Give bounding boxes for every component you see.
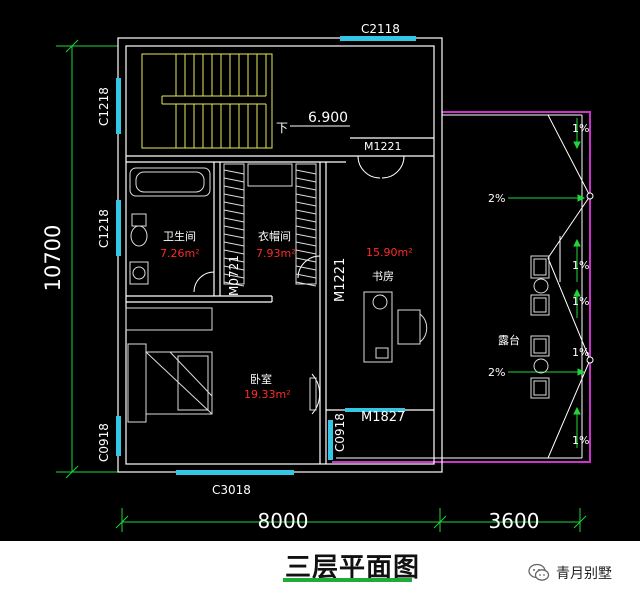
slope-left-upper: 2% (488, 192, 505, 205)
slope-left-lower: 2% (488, 366, 505, 379)
slope-bottom: 1% (572, 434, 589, 447)
slope-top: 1% (572, 122, 589, 135)
slope-right-lower: 1% (572, 346, 589, 359)
window-label-right-lower: C0918 (333, 413, 347, 452)
dim-height-text: 10700 (41, 225, 65, 292)
stairs (141, 53, 273, 149)
bathroom-fixtures (129, 167, 211, 285)
room-area-bathroom: 7.26m² (160, 247, 200, 260)
stair-elevation: 6.900 (308, 110, 348, 126)
study-furniture (363, 291, 428, 363)
windows (116, 36, 416, 475)
window-label-top: C2118 (361, 22, 400, 36)
terrace-name: 露台 (498, 333, 520, 347)
bedroom-furniture (125, 307, 317, 423)
dim-width-terrace-text: 3600 (489, 509, 540, 533)
floor-plan-drawing: 10700 8000 3600 1% 2% 1% 1% 2% 1% 1% 露台 (41, 22, 594, 533)
window-label-left-upper: C1218 (97, 87, 111, 126)
window-label-left-middle: C1218 (97, 209, 111, 248)
brand-watermark: 青月别墅 (528, 562, 612, 584)
stair-treads (175, 54, 267, 148)
room-name-bedroom: 卧室 (250, 372, 272, 386)
terrace-outline (332, 111, 591, 463)
dim-width-main-text: 8000 (258, 509, 309, 533)
room-name-study: 书房 (372, 270, 394, 283)
window-label-bottom: C3018 (212, 483, 251, 497)
terrace-furniture (530, 255, 550, 399)
title-underline (283, 578, 412, 582)
room-name-bathroom: 卫生间 (163, 229, 196, 243)
door-label-bottom: M1827 (361, 410, 405, 425)
room-area-closet: 7.93m² (256, 247, 296, 260)
closet-racks (223, 163, 317, 287)
window-label-left-lower: C0918 (97, 423, 111, 462)
door-label-study-top: M1221 (364, 140, 402, 153)
door-swings (193, 155, 405, 415)
slope-mid: 1% (572, 295, 589, 308)
door-label-study-left: M1221 (333, 258, 348, 302)
room-area-study: 15.90m² (366, 246, 413, 259)
door-label-bath-side: M0721 (227, 255, 241, 296)
dimension-lines (56, 39, 587, 532)
caption-bar (0, 541, 640, 601)
brand-name: 青月别墅 (556, 566, 612, 582)
wechat-icon (528, 563, 550, 581)
room-area-bedroom: 19.33m² (244, 388, 291, 401)
stair-direction: 下 (276, 121, 288, 135)
slope-right-upper: 1% (572, 259, 589, 272)
terrace-drainage-lines (547, 114, 594, 459)
room-name-closet: 衣帽间 (258, 229, 291, 243)
